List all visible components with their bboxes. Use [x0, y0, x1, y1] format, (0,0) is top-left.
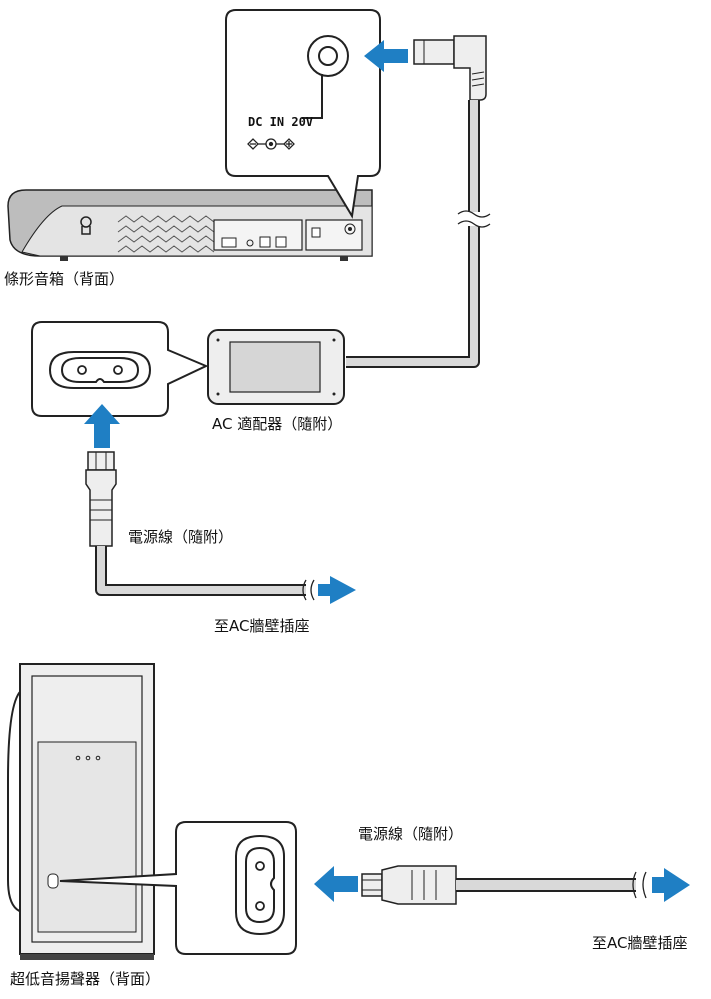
power-cord-bottom	[361, 865, 690, 905]
dc-plug	[413, 35, 487, 101]
soundbar-port-panel	[213, 219, 363, 251]
arrow-to-adapter-inlet	[84, 404, 120, 448]
power-cord-top-label: 電源線（隨附）	[128, 528, 234, 546]
ac-adapter-label: AC 適配器（隨附）	[212, 415, 343, 433]
power-cord-bottom-label: 電源線（隨附）	[358, 825, 464, 843]
dc-cable	[346, 100, 491, 368]
dc-jack-icon	[307, 35, 349, 77]
power-cord-top	[85, 451, 356, 604]
ac-adapter	[207, 329, 345, 405]
subwoofer-rear	[7, 663, 155, 960]
arrow-to-subwoofer-inlet	[314, 866, 358, 902]
soundbar-back-label: 條形音箱（背面）	[4, 270, 125, 288]
arrow-to-dc-in	[364, 40, 408, 72]
dc-in-label: DC IN 20V	[248, 115, 314, 129]
vent-grille	[117, 215, 215, 253]
wall-mount-hole-icon	[80, 216, 92, 235]
subwoofer-back-label: 超低音揚聲器（背面）	[10, 970, 161, 988]
soundbar-rear	[7, 189, 373, 261]
c7-inlet-icon	[48, 351, 152, 389]
dc-in-callout	[225, 9, 381, 219]
to-wall-outlet-bottom-label: 至AC牆壁插座	[592, 934, 688, 952]
to-wall-outlet-top-label: 至AC牆壁插座	[214, 617, 310, 635]
adapter-inlet-callout	[31, 321, 209, 417]
dc-polarity-icon	[247, 138, 295, 150]
c7-inlet-icon-vertical	[235, 834, 285, 936]
subwoofer-inlet-callout	[59, 821, 297, 955]
